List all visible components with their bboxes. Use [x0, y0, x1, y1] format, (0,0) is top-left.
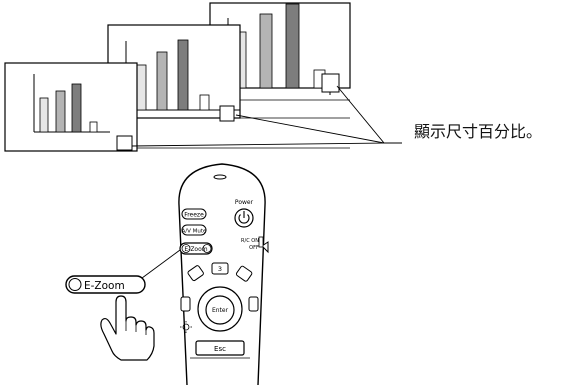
zoom-indicator-box	[219, 105, 235, 122]
button-4[interactable]	[235, 265, 253, 282]
bar	[55, 90, 66, 133]
button-3-label: 3	[218, 265, 222, 273]
screen-front	[4, 62, 350, 152]
av-mute-label: A/V Mute	[182, 229, 208, 235]
remote-control: Freeze A/V Mute E-Zoom Power R/C ON OFF …	[178, 163, 269, 386]
bar	[177, 39, 189, 111]
right-button[interactable]	[248, 296, 259, 312]
bar	[89, 121, 98, 133]
zoom-indicator-box	[321, 73, 340, 93]
bar	[71, 83, 82, 133]
bar	[39, 97, 49, 133]
button-2[interactable]	[187, 265, 204, 282]
pointing-hand-icon	[100, 295, 155, 361]
rc-on-label: R/C ON	[241, 238, 259, 244]
power-icon	[238, 214, 250, 224]
e-zoom-callout: E-Zoom	[65, 275, 146, 294]
bar	[156, 51, 168, 111]
callout-lines	[131, 85, 402, 147]
e-zoom-callout-label: E-Zoom	[84, 280, 125, 292]
power-label: Power	[235, 199, 254, 206]
zoom-percentage-caption: 顯示尺寸百分比。	[414, 122, 543, 141]
e-zoom-pointer-line	[137, 249, 181, 282]
button-3[interactable]	[211, 262, 229, 275]
e-zoom-callout-button[interactable]	[65, 275, 146, 294]
rc-switch[interactable]	[258, 236, 264, 248]
enter-label: Enter	[212, 307, 229, 314]
left-button[interactable]	[180, 296, 191, 312]
esc-label: Esc	[214, 345, 226, 353]
esc-button[interactable]	[195, 340, 245, 356]
bar	[136, 64, 147, 111]
freeze-label: Freeze	[184, 212, 204, 219]
bar	[199, 94, 210, 111]
brightness-icon	[180, 321, 192, 333]
bar	[259, 13, 273, 89]
e-zoom-label: E-Zoom	[184, 246, 207, 253]
zoom-indicator-box	[116, 135, 133, 151]
enter-button[interactable]	[205, 295, 235, 325]
av-mute-button[interactable]	[181, 224, 207, 236]
bar	[285, 3, 300, 89]
freeze-button[interactable]	[181, 208, 207, 220]
rc-off-label: OFF	[249, 245, 259, 251]
